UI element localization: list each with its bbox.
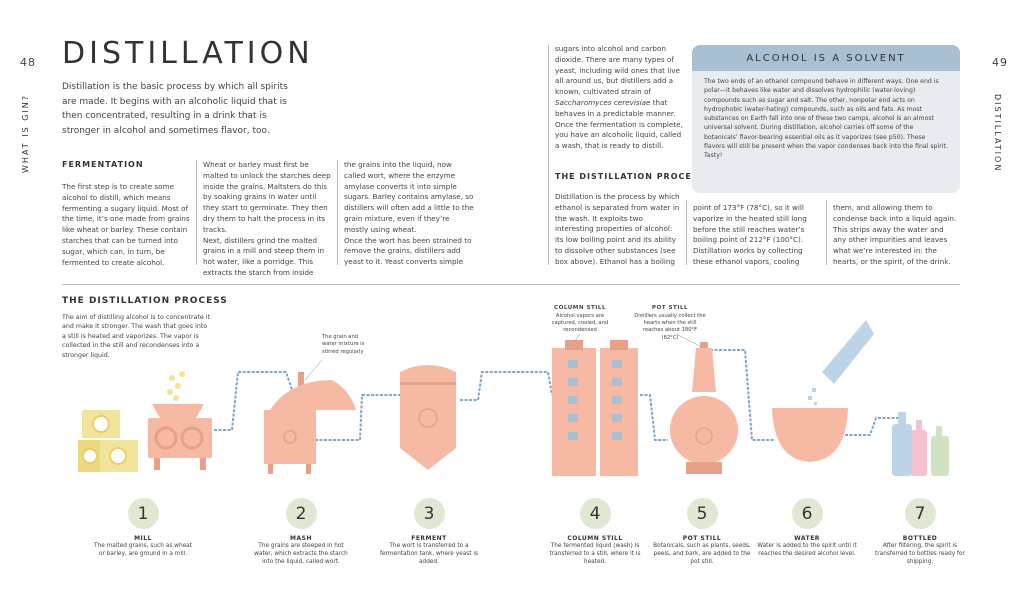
pot-still-icon — [670, 342, 738, 474]
fermentation-col4: sugars into alcohol and carbon dioxide. … — [555, 44, 683, 151]
page-number-left: 48 — [20, 56, 36, 69]
running-head-right: DISTILLATION — [993, 94, 1002, 173]
column-rule — [548, 45, 549, 265]
grain-sacks-icon — [78, 410, 138, 472]
step-description: Botanicals, such as plants, seeds, peels… — [653, 543, 751, 566]
step-name: MASH — [290, 535, 312, 542]
step-number-badge: 3 — [413, 498, 445, 529]
step-number-badge: 5 — [686, 498, 718, 529]
column-rule — [196, 160, 197, 265]
fermentation-col3: the grains into the liquid, now called w… — [344, 160, 474, 267]
solvent-box-text: The two ends of an ethanol compound beha… — [704, 78, 948, 160]
step-description: The fermented liquid (wash) is transferr… — [549, 543, 641, 566]
pipe-pot-water — [710, 349, 775, 441]
pipe-mash-ferment — [315, 394, 405, 441]
distillation-col1: Distillation is the process by which eth… — [555, 192, 680, 266]
mill-icon — [148, 371, 212, 470]
fermenter-icon — [400, 365, 456, 470]
diagram-intro: The aim of distilling alcohol is to conc… — [62, 314, 210, 359]
mash-note: The grain and water mixture is stirred r… — [322, 334, 365, 355]
step-name: FERMENT — [411, 535, 447, 542]
step-description: The grains are steeped in hot water, whi… — [254, 543, 348, 566]
step-number-badge: 4 — [579, 498, 611, 529]
step-name: BOTTLED — [902, 535, 938, 542]
solvent-info-box: ALCOHOL IS A SOLVENT The two ends of an … — [692, 45, 960, 193]
mash-tun-icon — [264, 372, 356, 474]
step-number-badge: 7 — [904, 498, 936, 529]
solvent-box-heading: ALCOHOL IS A SOLVENT — [692, 45, 960, 71]
distillation-col2: point of 173°F (78°C), so it will vapori… — [693, 203, 807, 266]
section-divider — [62, 284, 960, 285]
page-title: DISTILLATION — [62, 36, 314, 71]
distillation-col3: them, and allowing them to condense back… — [833, 203, 957, 266]
water-icon — [772, 320, 874, 462]
fermentation-heading: FERMENTATION — [62, 160, 144, 169]
pipe-ferment-column — [460, 371, 553, 401]
step-name: MILL — [134, 535, 152, 542]
fermentation-col1: The first step is to create some alcohol… — [62, 182, 190, 267]
step-number-badge: 6 — [791, 498, 823, 529]
diagram-heading: THE DISTILLATION PROCESS — [62, 296, 228, 306]
mash-note-leader — [304, 359, 323, 381]
step-name: POT STILL — [682, 535, 722, 542]
page-number-right: 49 — [992, 56, 1008, 69]
pipes — [214, 349, 905, 441]
step-description: The wort is transferred to a fermentatio… — [379, 543, 479, 566]
pipe-mill-mash — [214, 371, 293, 431]
column-note-leader — [573, 333, 581, 343]
step-name: COLUMN STILL — [567, 535, 623, 542]
column-rule — [686, 200, 687, 265]
column-rule — [337, 160, 338, 265]
step-description: The malted grains, such as wheat or barl… — [93, 543, 193, 558]
step-description: Water is added to the spirit until it re… — [757, 543, 857, 558]
step-name: WATER — [794, 535, 820, 542]
lead-paragraph: Distillation is the basic process by whi… — [62, 82, 288, 136]
step-description: After filtering, the spirit is transferr… — [875, 543, 965, 566]
pipe-water-bottle — [845, 417, 905, 436]
column-rule — [826, 200, 827, 265]
fermentation-col2: Wheat or barley must first be malted to … — [203, 160, 331, 277]
step-number-badge: 2 — [285, 498, 317, 529]
pot-note-leader — [675, 333, 701, 347]
step-number-badge: 1 — [127, 498, 159, 529]
distillation-process-heading: THE DISTILLATION PROCESS — [555, 172, 706, 181]
pipe-column-pot — [640, 394, 668, 441]
column-still-icon — [552, 340, 638, 476]
bottles-icon — [892, 412, 949, 476]
